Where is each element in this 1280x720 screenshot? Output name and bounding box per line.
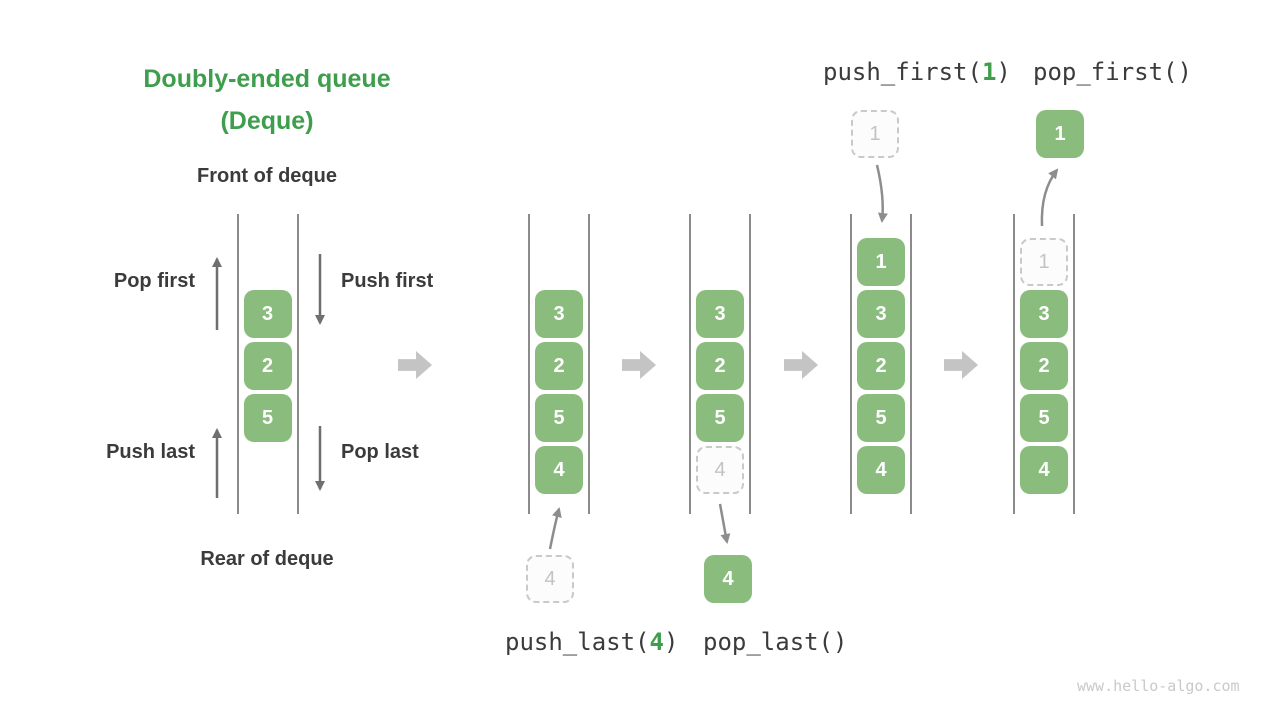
push-first-op-label: push_first(1)	[823, 58, 1011, 86]
diagram-title: Doubly-ended queue (Deque)	[67, 58, 467, 142]
deque-step-pop-first-cell: 3	[1020, 290, 1068, 338]
deque-step-pop-last-wall-right	[749, 214, 751, 514]
deque-step-pop-last-cell: 4	[696, 446, 744, 494]
push-first-incoming-value: 1	[851, 110, 899, 158]
deque-step-pop-first-cell: 1	[1020, 238, 1068, 286]
state-transition-arrow-4	[944, 351, 978, 379]
push-first-move-arrow	[875, 164, 888, 223]
deque-legend-cell: 2	[243, 342, 292, 390]
deque-step-pop-first-wall-left	[1013, 214, 1015, 514]
deque-step-pop-first-cell: 4	[1020, 446, 1068, 494]
deque-step-push-last-wall-left	[528, 214, 530, 514]
diagram-title-line2: (Deque)	[220, 107, 314, 135]
state-transition-arrow-1	[398, 351, 432, 379]
deque-legend-cell: 5	[243, 394, 292, 442]
pop-first-move-arrow	[1040, 168, 1059, 227]
deque-step-pop-first-wall-right	[1073, 214, 1075, 514]
deque-legend-wall-left	[236, 214, 239, 514]
pop-first-popped-value: 1	[1036, 110, 1084, 158]
pop-last-popped-value: 4	[704, 555, 752, 603]
deque-step-push-first-cell: 3	[857, 290, 905, 338]
deque-step-push-last-cell: 2	[535, 342, 583, 390]
deque-step-push-first-wall-left	[850, 214, 852, 514]
deque-step-push-first-cell: 1	[857, 238, 905, 286]
deque-legend-cell: 3	[243, 290, 292, 338]
op-text-post: )	[663, 628, 679, 656]
deque-legend-wall-right	[296, 214, 299, 514]
state-transition-arrow-2	[622, 351, 656, 379]
front-of-deque-label: Front of deque	[197, 165, 337, 187]
pop-last-op-label: pop_last()	[703, 628, 848, 656]
push-first-label: Push first	[341, 270, 434, 292]
deque-step-pop-last-cell: 2	[696, 342, 744, 390]
state-transition-arrow-3	[784, 351, 818, 379]
deque-step-push-first-cell: 4	[857, 446, 905, 494]
deque-step-push-first-wall-right	[910, 214, 912, 514]
deque-step-pop-last-cell: 3	[696, 290, 744, 338]
deque-step-pop-first-cell: 2	[1020, 342, 1068, 390]
deque-step-push-first-cell: 2	[857, 342, 905, 390]
op-text-post: )	[996, 58, 1011, 86]
push-last-move-arrow	[548, 507, 562, 550]
pop-last-move-arrow	[718, 503, 731, 544]
deque-step-push-last-cell: 5	[535, 394, 583, 442]
push-last-op-label: push_last(4)	[505, 628, 678, 656]
pop-first-label: Pop first	[113, 270, 195, 292]
deque-step-push-last-wall-right	[588, 214, 590, 514]
diagram-title-line1: Doubly-ended queue	[143, 65, 391, 93]
pop-last-label: Pop last	[341, 441, 419, 463]
op-arg: 1	[981, 58, 997, 86]
watermark: www.hello-algo.com	[1077, 677, 1240, 695]
rear-of-deque-label: Rear of deque	[200, 548, 334, 570]
deque-step-push-last-cell: 4	[535, 446, 583, 494]
deque-step-pop-first-cell: 5	[1020, 394, 1068, 442]
pop-first-op-label: pop_first()	[1033, 58, 1192, 86]
deque-step-push-last-cell: 3	[535, 290, 583, 338]
push-last-incoming-value: 4	[526, 555, 574, 603]
op-text-pre: push_first(	[823, 58, 982, 86]
push-last-label: Push last	[106, 441, 195, 463]
deque-step-push-first-cell: 5	[857, 394, 905, 442]
op-arg: 4	[649, 628, 664, 656]
deque-step-pop-last-wall-left	[689, 214, 691, 514]
op-text-pre: push_last(	[505, 628, 650, 656]
deque-step-pop-last-cell: 5	[696, 394, 744, 442]
